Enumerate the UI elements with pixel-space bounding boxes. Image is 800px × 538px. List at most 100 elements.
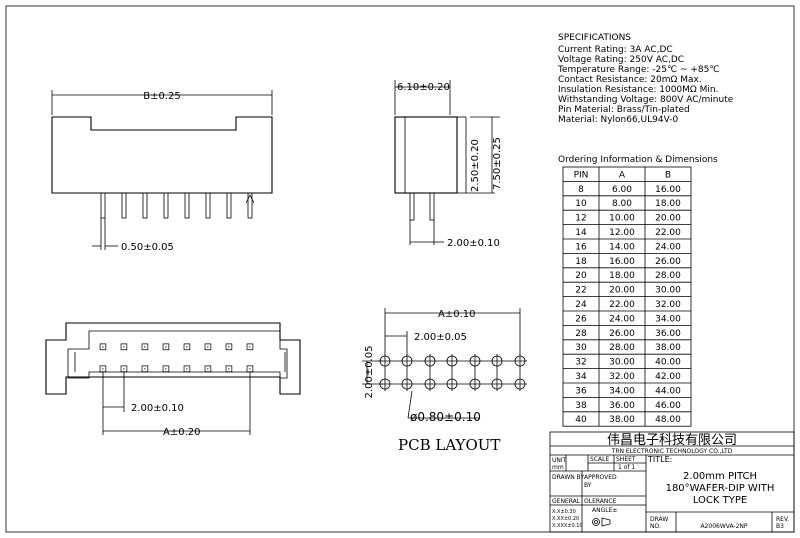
unit-value: mm [552,464,564,471]
svg-text:⊡: ⊡ [99,364,107,375]
table-cell: 38 [575,401,587,411]
general-label: GENERAL [552,498,581,505]
spec-line: Current Rating: 3A AC,DC [558,45,673,55]
title-block: 伟昌电子科技有限公司 TRN ELECTRONIC TECHNOLOGY CO.… [549,431,795,533]
dim-label-pcb-row: 2.00±0.05 [364,346,375,399]
svg-text:⊡: ⊡ [162,342,170,353]
scale-label: SCALE [590,456,609,463]
drawn-by-label: DRAWN BY [552,474,584,481]
projection-symbol-icon [592,517,611,527]
table-header-cell: B [665,170,671,180]
svg-text:⊡: ⊡ [204,364,212,375]
table-cell: 10 [575,199,587,209]
dim-label-top-span: A±0.20 [163,427,201,438]
front-view: B±0.25 0.50±0.05 [51,90,273,253]
top-view: ⊡ ⊡ ⊡ ⊡ ⊡ ⊡ ⊡ ⊡ ⊡ ⊡ ⊡ ⊡ ⊡ ⊡ ⊡ ⊡ 2.00±0.1… [45,322,301,438]
draw-no-value: A2006WVA-2NP [700,523,747,530]
table-cell: 16.00 [609,257,635,267]
drawing-title-line-2: 180°WAFER-DIP WITH [666,483,775,494]
table-cell: 10.00 [609,214,635,224]
table-cell: 22 [575,286,586,296]
dim-label-b: B±0.25 [143,91,181,102]
side-view: 6.10±0.20 2.00±0.10 2.50±0.20 7.50±0.25 [394,80,503,249]
dim-label-top-pitch: 2.00±0.10 [131,403,184,414]
side-housing [394,116,458,194]
table-cell: 6.00 [612,185,632,195]
dim-label-pin-width: 0.50±0.05 [121,242,174,253]
svg-text:⊡: ⊡ [204,342,212,353]
ordering-heading: Ordering Information & Dimensions [558,155,718,165]
table-cell: 26.00 [609,329,635,339]
spec-line: Material: Nylon66,UL94V-0 [558,115,678,125]
pcb-holes [378,354,527,391]
dim-label-depth: 6.10±0.20 [397,82,450,93]
svg-text:⊡: ⊡ [183,342,191,353]
title-label: TITLE: [647,455,672,464]
pcb-layout-view: A±0.10 2.00±0.05 2.00±0.05 ø0.80±0.10 PC… [362,308,527,454]
table-cell: 30.00 [609,358,635,368]
table-cell: 20 [575,271,587,281]
spec-line: Temperature Range: -25℃ ~ +85℃ [557,65,719,75]
svg-text:⊡: ⊡ [120,364,128,375]
rev-value: B3 [776,523,784,530]
svg-text:⊡: ⊡ [225,364,233,375]
table-cell: 18.00 [655,199,681,209]
sheet-value: 1 of 1 [618,464,635,471]
spec-line: Contact Resistance: 20mΩ Max. [558,75,702,85]
table-cell: 16 [575,242,587,252]
sheet-label: SHEET [616,456,636,463]
table-cell: 36 [575,386,587,396]
dim-label-side-pitch: 2.00±0.10 [447,238,500,249]
tolerance-label: OLERANCE [584,498,617,505]
top-housing-inner [67,330,288,379]
table-cell: 12.00 [609,228,635,238]
tolerance-3: X.XXX±0.10 [552,523,583,529]
spec-line: Insulation Resistance: 1000MΩ Min. [558,85,719,95]
table-cell: 24.00 [609,314,635,324]
table-cell: 14 [575,228,587,238]
rev-label: REV. [776,516,789,523]
dim-label-pcb-hole: ø0.80±0.10 [410,410,481,424]
table-cell: 34.00 [655,314,681,324]
svg-text:⊡: ⊡ [120,342,128,353]
dim-label-pcb-pitch: 2.00±0.05 [414,332,467,343]
table-cell: 32 [575,358,586,368]
table-cell: 22.00 [655,228,681,238]
draw-no-label-1: DRAW [650,516,668,523]
pcb-layout-label: PCB LAYOUT [398,436,500,454]
table-cell: 26 [575,314,587,324]
table-cell: 42.00 [655,372,681,382]
drawing-title-line-3: LOCK TYPE [693,495,747,506]
dim-label-pcb-span: A±0.10 [438,309,476,320]
svg-text:⊡: ⊡ [99,342,107,353]
table-cell: 40 [575,415,587,425]
front-housing [51,116,273,194]
top-pins: ⊡ ⊡ ⊡ ⊡ ⊡ ⊡ ⊡ ⊡ ⊡ ⊡ ⊡ ⊡ ⊡ ⊡ ⊡ ⊡ [99,342,254,375]
table-cell: 30.00 [655,286,681,296]
draw-no-label-2: NO. [650,523,661,530]
table-cell: 32.00 [609,372,635,382]
spec-line: Pin Material: Brass/Tin-plated [558,105,690,115]
top-housing-outer [45,322,301,395]
spec-heading: SPECIFICATIONS [558,33,631,43]
table-cell: 24 [575,300,587,310]
table-header-cell: A [619,170,626,180]
svg-text:⊡: ⊡ [225,342,233,353]
table-cell: 26.00 [655,257,681,267]
table-cell: 40.00 [655,358,681,368]
tolerance-1: X.X±0.30 [552,509,576,515]
table-cell: 44.00 [655,386,681,396]
drawing-title-line-1: 2.00mm PITCH [683,471,757,482]
approved-by-label-1: APPROVED [584,474,617,481]
front-pins [100,192,255,219]
table-cell: 22.00 [609,300,635,310]
table-cell: 8.00 [612,199,632,209]
table-cell: 38.00 [609,415,635,425]
svg-text:⊡: ⊡ [141,364,149,375]
svg-text:⊡: ⊡ [246,364,254,375]
table-cell: 36.00 [655,329,681,339]
table-cell: 20.00 [609,286,635,296]
dim-label-height-total: 7.50±0.25 [492,137,503,190]
